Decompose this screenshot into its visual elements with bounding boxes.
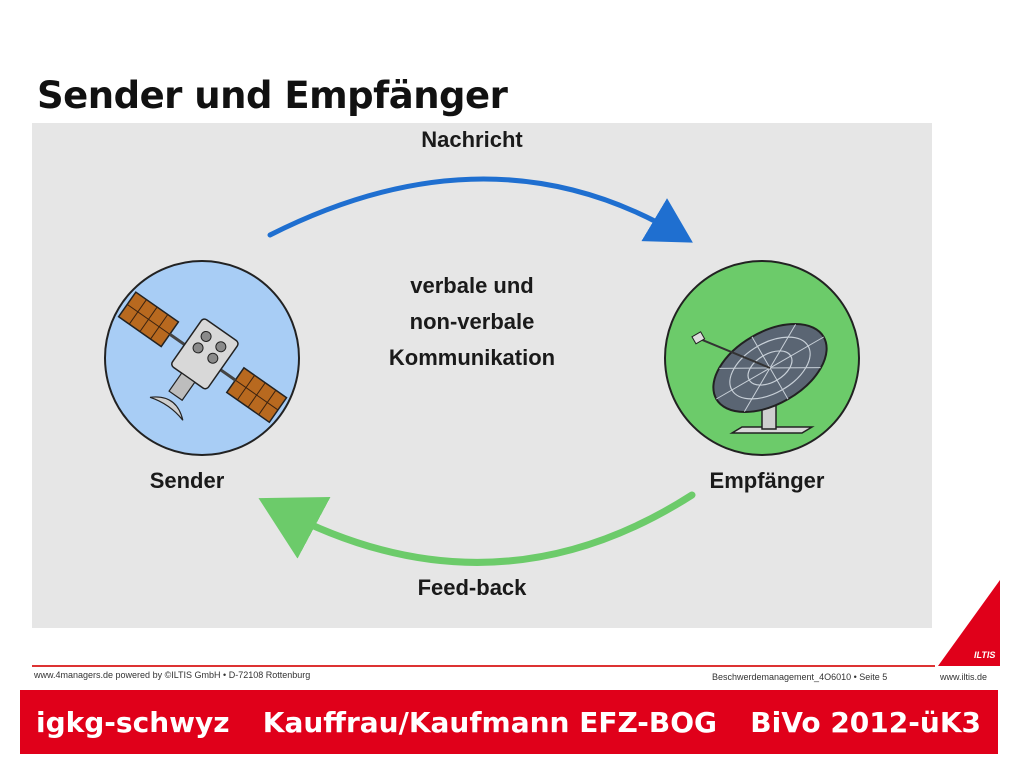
satellite-icon <box>117 291 288 424</box>
communication-type-text: verbale und non-verbale Kommunikation <box>332 268 612 376</box>
iltis-logo: ILTIS <box>938 580 1000 666</box>
message-label: Nachricht <box>421 127 523 152</box>
footer-course: Kauffrau/Kaufmann EFZ-BOG <box>262 705 718 739</box>
footer-bar: igkg-schwyz Kauffrau/Kaufmann EFZ-BOG Bi… <box>20 690 998 754</box>
center-line-2: non-verbale <box>409 309 535 334</box>
center-line-1: verbale und <box>410 273 534 298</box>
communication-diagram: Nachricht verbale und non-verbale Kommun… <box>32 123 932 628</box>
source-page-info: Beschwerdemanagement_4O6010 • Seite 5 <box>712 672 888 682</box>
slide-title: Sender und Empfänger <box>37 74 508 117</box>
sender-label: Sender <box>149 468 225 493</box>
diagram-graphics <box>104 176 860 566</box>
receiver-label: Empfänger <box>709 468 825 493</box>
footer-version: BiVo 2012-üK3 <box>750 705 981 739</box>
satellite-dish-icon <box>691 323 828 434</box>
feedback-label: Feed-back <box>417 575 527 600</box>
logo-text: ILTIS <box>974 650 995 660</box>
source-divider <box>32 665 935 667</box>
message-arrow <box>267 176 693 243</box>
center-line-3: Kommunikation <box>388 345 556 370</box>
feedback-arrow <box>258 491 696 566</box>
source-credit: www.4managers.de powered by ©ILTIS GmbH … <box>34 670 311 680</box>
footer-organization: igkg-schwyz <box>36 705 230 739</box>
source-site: www.iltis.de <box>940 672 988 682</box>
